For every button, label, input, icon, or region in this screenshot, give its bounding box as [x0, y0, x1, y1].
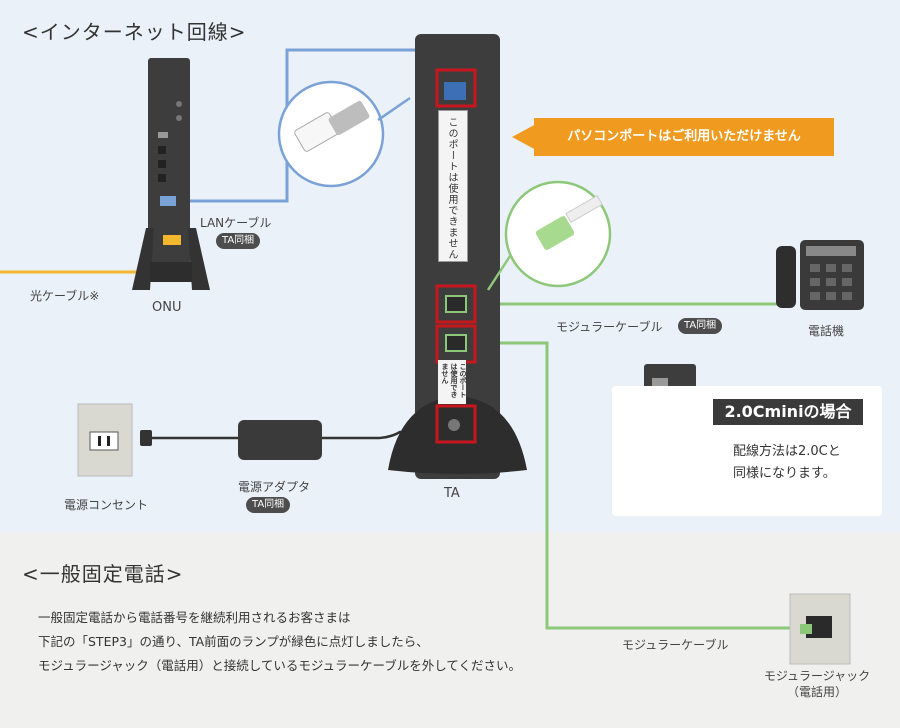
fiber-cable-label: 光ケーブル※ [30, 289, 100, 303]
mini-text-line2: 同様になります。 [733, 466, 836, 481]
modular-jack [789, 593, 851, 665]
jack-label-line2: （電話用） [786, 685, 847, 699]
landline-text-line2: 下記の「STEP3」の通り、TA前面のランプが緑色に点灯しましたら、 [38, 634, 429, 649]
port-note-text-small: このポートは使用できません [441, 363, 467, 398]
onu-device [132, 58, 210, 290]
internet-heading: <インターネット回線> [22, 20, 247, 44]
port-note-strip-small: このポートは使用できません [438, 360, 467, 404]
modular-jack-label: モジュラージャック （電話用） [762, 668, 872, 700]
lan-cable-label: LANケーブル [200, 216, 272, 230]
lan-cable-badge: TA同梱 [216, 233, 261, 249]
power-adapter [238, 420, 322, 460]
port-note-text: このポートは使用できません [446, 117, 457, 260]
jack-label-line1: モジュラージャック [763, 669, 871, 683]
mini-text-line1: 配線方法は2.0Cと [733, 444, 841, 459]
landline-modular-cable-label: モジュラーケーブル [622, 638, 729, 652]
port-note-strip: このポートは使用できません [438, 110, 468, 262]
adapter-label: 電源アダプタ [238, 480, 311, 494]
outlet-label: 電源コンセント [64, 498, 149, 512]
landline-body-text: 一般固定電話から電話番号を継続利用されるお客さまは 下記の「STEP3」の通り、… [38, 606, 521, 678]
lan-connector-zoom [277, 80, 411, 188]
onu-label: ONU [152, 300, 182, 315]
wall-outlet [77, 403, 133, 477]
landline-heading: <一般固定電話> [22, 562, 184, 586]
modular-cable-badge: TA同梱 [678, 318, 723, 334]
modular-connector-zoom [486, 180, 612, 291]
modular-cable-label: モジュラーケーブル [556, 320, 663, 334]
power-plug [140, 430, 152, 446]
ta-label: TA [444, 486, 460, 501]
mini-text: 配線方法は2.0Cと 同様になります。 [733, 441, 841, 485]
landline-section [0, 532, 900, 728]
mini-title: 2.0Cminiの場合 [713, 399, 863, 425]
callout-pointer [512, 124, 536, 150]
landline-text-line3: モジュラージャック（電話用）と接続しているモジュラーケーブルを外してください。 [38, 658, 522, 673]
adapter-badge: TA同梱 [246, 497, 291, 513]
modular-cable-jack-line [460, 341, 800, 630]
telephone [776, 240, 864, 310]
power-cable-line-ta [322, 430, 450, 440]
phone-label: 電話機 [808, 324, 845, 338]
pc-port-callout: パソコンポートはご利用いただけません [534, 118, 834, 156]
landline-text-line1: 一般固定電話から電話番号を継続利用されるお客さまは [38, 610, 351, 625]
